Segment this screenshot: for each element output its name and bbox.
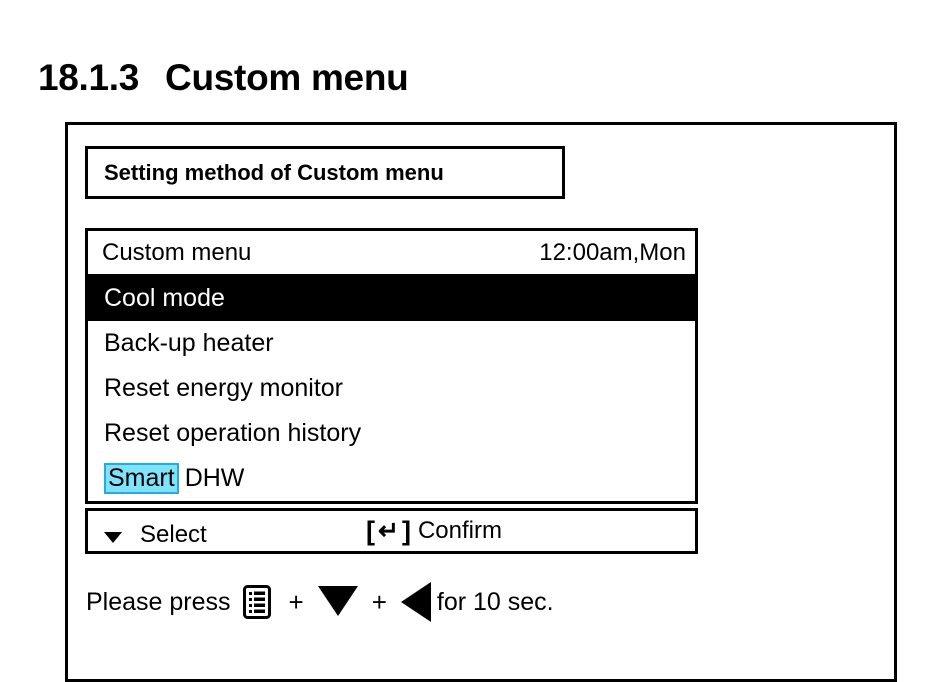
section-number: 18.1.3	[37, 56, 140, 98]
bracket-open: [	[366, 515, 375, 546]
caption-text: Setting method of Custom menu	[104, 159, 444, 185]
menu-item-cool-mode[interactable]: Cool mode	[88, 276, 695, 321]
menu-item-label: Cool mode	[104, 284, 225, 312]
menu-list-icon	[242, 585, 271, 619]
menu-item-label: Reset energy monitor	[104, 374, 344, 402]
lcd-screen: Custom menu 12:00am,Mon Cool mode Back-u…	[85, 228, 698, 554]
enter-key-icon: ↵	[378, 516, 399, 545]
instruction-trailing: for 10 sec.	[436, 587, 554, 616]
plus-separator-2: +	[371, 587, 387, 617]
lcd-titlebar: Custom menu 12:00am,Mon	[88, 231, 695, 276]
lcd-menu-list: Cool mode Back-up heater Reset energy mo…	[88, 276, 695, 501]
menu-item-label: Reset operation history	[104, 419, 362, 447]
lcd-softkey-bar: Select [↵] Confirm	[85, 508, 698, 554]
lcd-main-area: Custom menu 12:00am,Mon Cool mode Back-u…	[85, 228, 698, 504]
instruction-lead: Please press	[86, 587, 231, 616]
softkey-confirm[interactable]: [↵] Confirm	[366, 517, 502, 545]
menu-item-label: Back-up heater	[104, 329, 274, 357]
arrow-left-icon	[400, 582, 431, 622]
plus-separator-1: +	[288, 587, 304, 617]
menu-item-reset-energy-monitor[interactable]: Reset energy monitor	[88, 366, 695, 411]
lcd-title: Custom menu	[102, 238, 252, 266]
instruction-line: Please press + + for 10 sec.	[86, 582, 554, 622]
softkey-select[interactable]: Select	[104, 523, 207, 547]
arrow-down-icon	[104, 532, 122, 543]
lcd-clock: 12:00am,Mon	[539, 238, 686, 266]
page-title: 18.1.3 Custom menu	[18, 14, 409, 99]
section-title: Custom menu	[165, 56, 409, 98]
menu-item-back-up-heater[interactable]: Back-up heater	[88, 321, 695, 366]
bracket-close: ]	[401, 515, 411, 546]
softkey-confirm-label: Confirm	[417, 517, 502, 544]
arrow-down-icon	[317, 586, 358, 616]
caption-box: Setting method of Custom menu	[85, 146, 565, 199]
softkey-select-label: Select	[140, 521, 207, 548]
smart-highlight-token: Smart	[104, 463, 179, 494]
menu-item-reset-operation-history[interactable]: Reset operation history	[88, 411, 695, 456]
menu-item-label: DHW	[184, 464, 245, 492]
